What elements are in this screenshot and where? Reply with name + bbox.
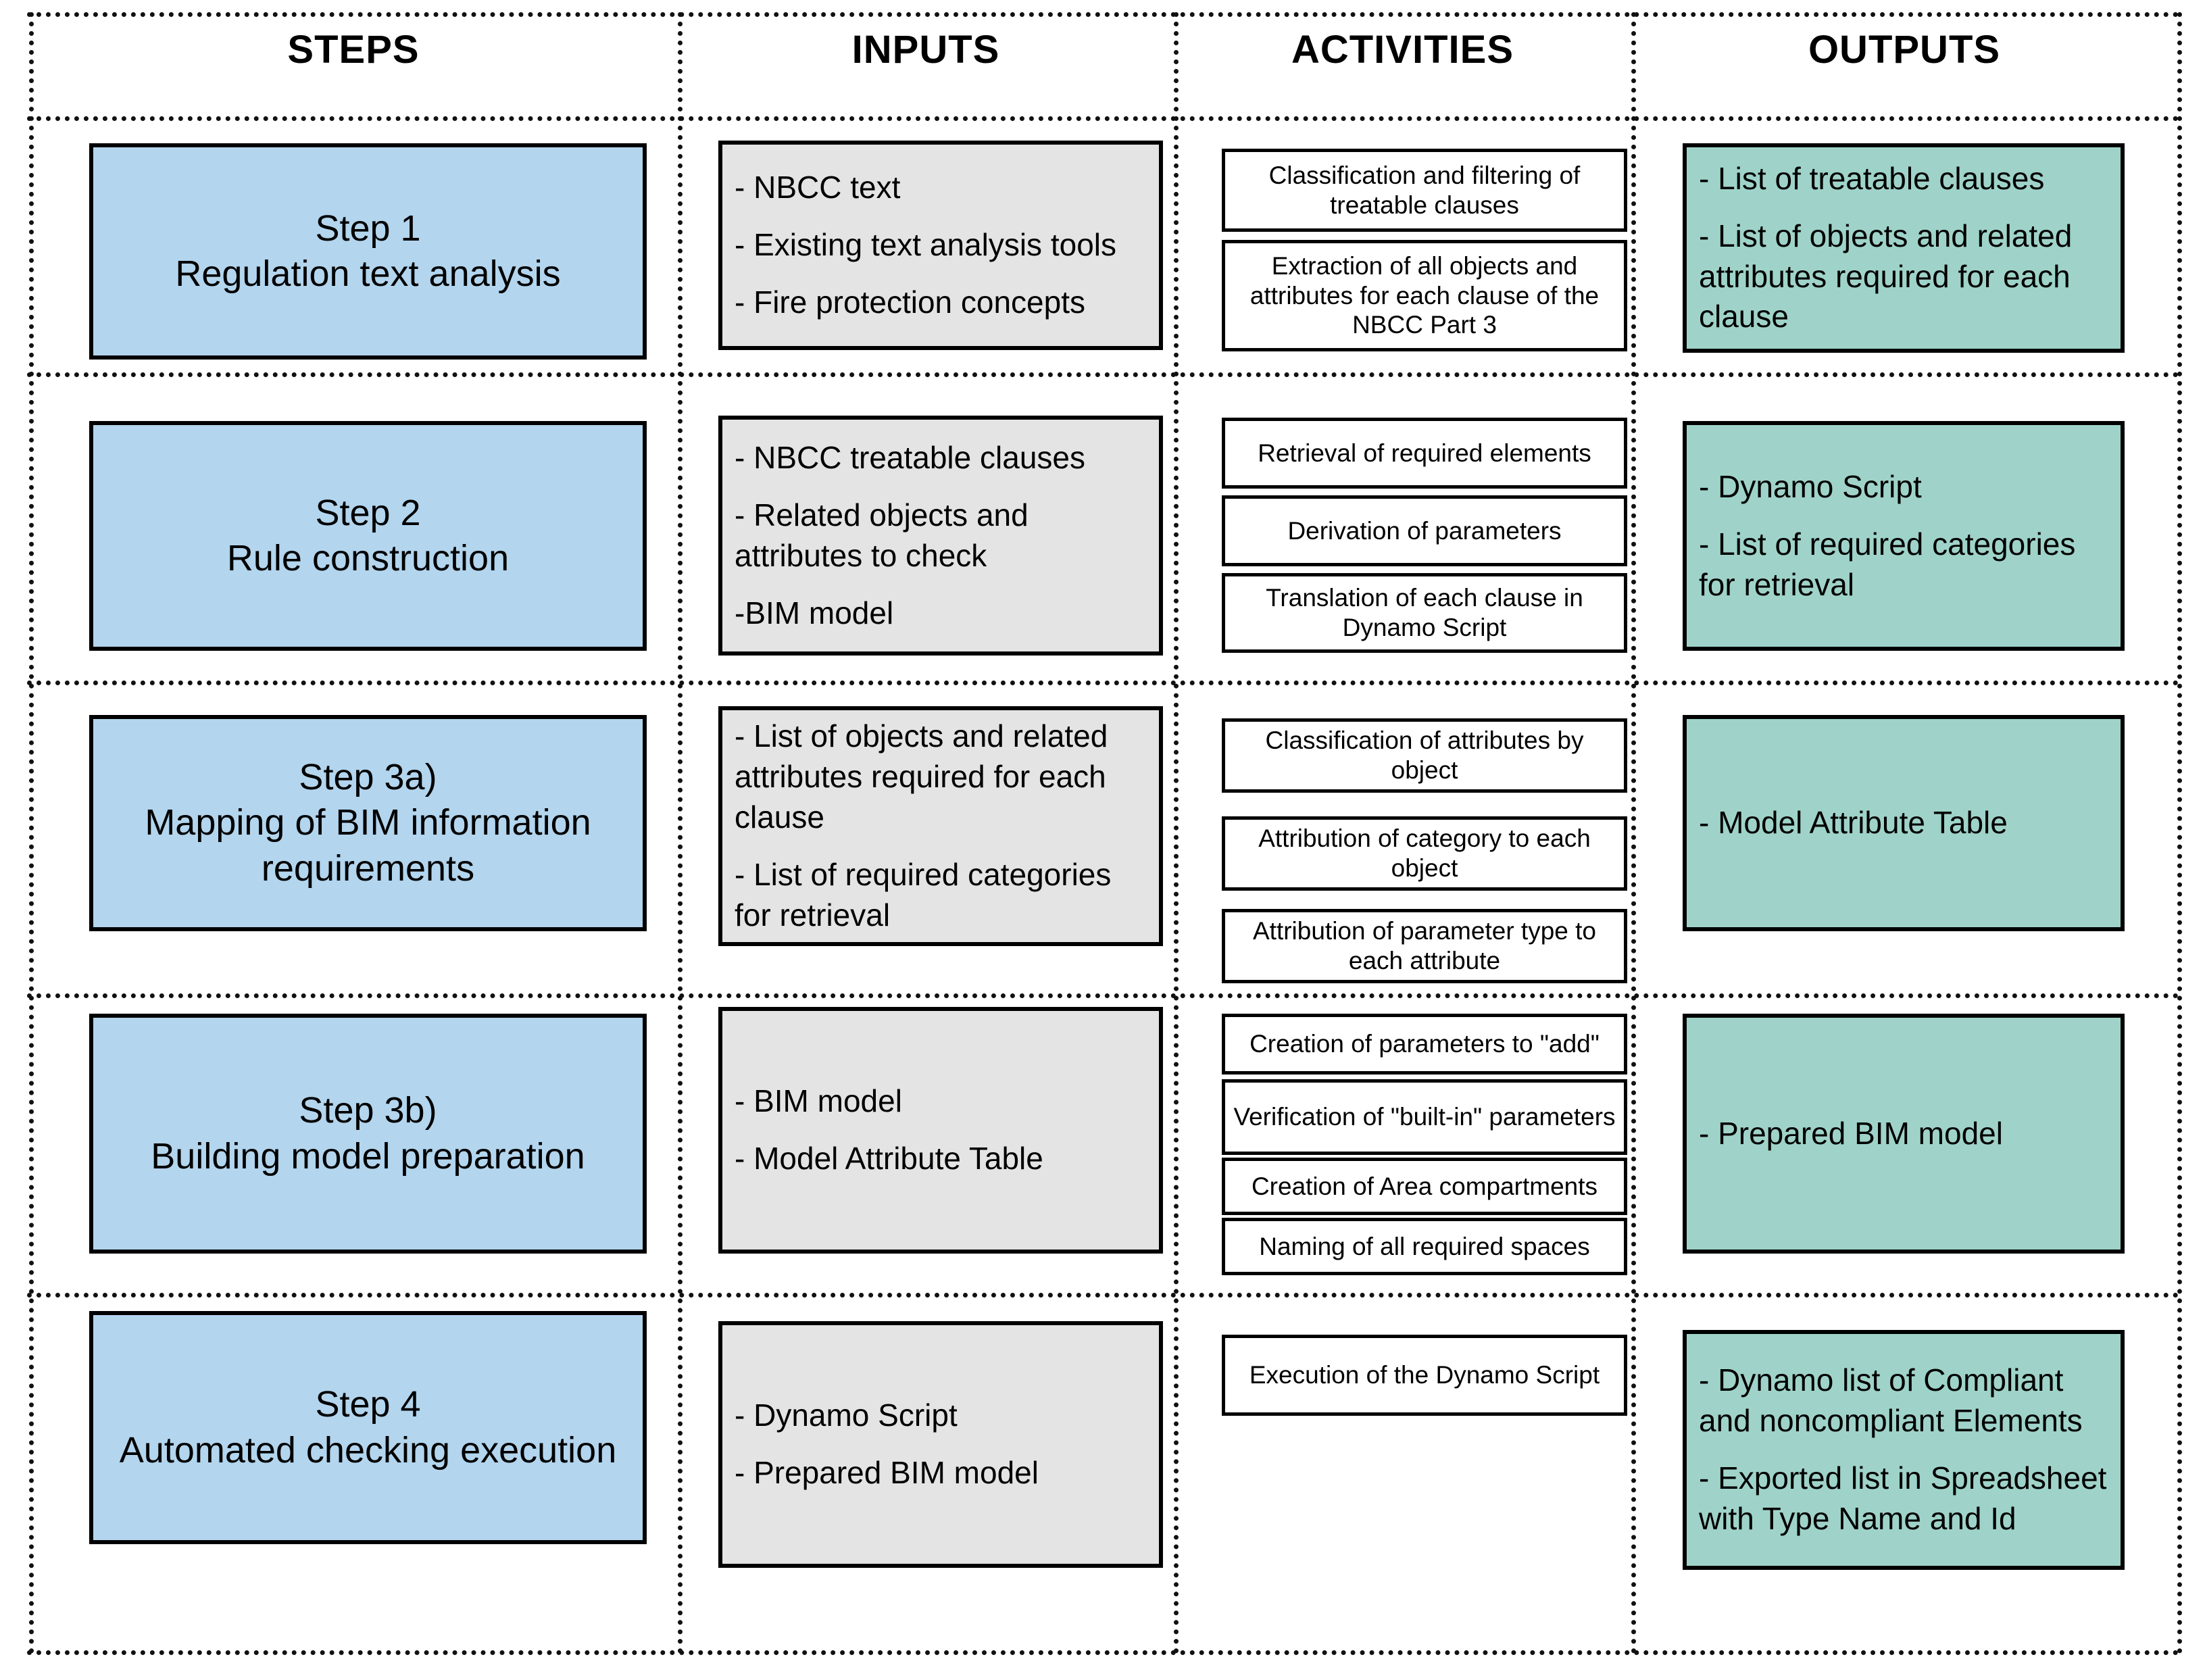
activity-box[interactable]: Attribution of parameter type to each at… [1222,909,1627,983]
grid-line-header [27,116,2179,121]
activity-label: Extraction of all objects and attributes… [1249,252,1600,339]
activity-box[interactable]: Execution of the Dynamo Script [1222,1335,1627,1416]
input-item: - List of required categories for retrie… [735,857,1112,933]
step-box-row-3[interactable]: Step 3a) Mapping of BIM information requ… [89,715,647,931]
output-item: - Dynamo Script [1699,468,1922,504]
output-box-row-3[interactable]: - Model Attribute Table [1683,715,2125,931]
step-title: Step 3b) [299,1090,437,1131]
output-box-row-5[interactable]: - Dynamo list of Compliant and noncompli… [1683,1330,2125,1570]
grid-line-top [27,12,2179,17]
step-subtitle: Mapping of BIM information requirements [145,802,591,889]
input-item: -BIM model [735,595,894,631]
step-subtitle: Rule construction [226,538,510,578]
activity-box[interactable]: Creation of Area compartments [1222,1158,1627,1215]
activity-label: Verification of "built-in" parameters [1233,1103,1616,1131]
input-box-row-4[interactable]: - BIM model - Model Attribute Table [718,1007,1163,1254]
input-item: - Prepared BIM model [735,1455,1039,1491]
output-box-row-4[interactable]: - Prepared BIM model [1683,1014,2125,1254]
activity-box[interactable]: Retrieval of required elements [1222,418,1627,489]
output-item: - Model Attribute Table [1699,805,2008,841]
input-item: - NBCC text [735,170,901,205]
grid-line-col-steps [678,12,683,1654]
step-box-row-5[interactable]: Step 4 Automated checking execution [89,1311,647,1544]
output-item: - Exported list in Spreadsheet with Type… [1699,1460,2107,1536]
activity-box[interactable]: Naming of all required spaces [1222,1218,1627,1275]
step-subtitle: Building model preparation [151,1135,585,1177]
step-title: Step 4 [315,1384,421,1425]
activity-label: Translation of each clause in Dynamo Scr… [1266,584,1583,641]
activity-box[interactable]: Verification of "built-in" parameters [1222,1079,1627,1155]
step-subtitle: Automated checking execution [119,1429,617,1471]
input-item: - Existing text analysis tools [735,227,1117,263]
activity-label: Creation of Area compartments [1251,1172,1598,1200]
output-item: - List of treatable clauses [1699,160,2045,196]
activity-label: Derivation of parameters [1287,516,1562,545]
input-item: - Model Attribute Table [735,1141,1043,1177]
input-box-row-5[interactable]: - Dynamo Script - Prepared BIM model [718,1321,1163,1568]
activity-box[interactable]: Classification and filtering of treatabl… [1222,149,1627,232]
input-box-row-3[interactable]: - List of objects and related attributes… [718,706,1163,946]
column-header-outputs: OUTPUTS [1808,28,2001,72]
grid-line-left [29,12,34,1654]
grid-line-bottom [27,1650,2179,1655]
output-item: - List of required categories for retrie… [1699,526,2076,602]
grid-line-row2 [27,681,2179,685]
step-title: Step 2 [315,492,421,533]
grid-line-row4 [27,1293,2179,1298]
input-item: - Fire protection concepts [735,285,1086,320]
column-header-activities: ACTIVITIES [1291,28,1514,72]
input-item: - Related objects and attributes to chec… [735,497,1029,573]
grid-line-right [2177,12,2182,1654]
activity-label: Retrieval of required elements [1258,439,1591,467]
step-box-row-4[interactable]: Step 3b) Building model preparation [89,1014,647,1254]
step-box-row-2[interactable]: Step 2 Rule construction [89,421,647,651]
activity-box[interactable]: Extraction of all objects and attributes… [1222,240,1627,351]
input-item: - BIM model [735,1083,902,1119]
input-item: - Dynamo Script [735,1398,958,1433]
column-header-inputs: INPUTS [851,28,1000,72]
input-item: - NBCC treatable clauses [735,439,1085,475]
grid-line-row1 [27,372,2179,377]
activity-label: Attribution of parameter type to each at… [1253,917,1596,974]
activity-label: Naming of all required spaces [1259,1232,1590,1260]
grid-line-row3 [27,993,2179,998]
activity-box[interactable]: Translation of each clause in Dynamo Scr… [1222,573,1627,653]
grid-line-col-inputs [1174,12,1179,1654]
output-item: - Prepared BIM model [1699,1115,2003,1151]
output-item: - Dynamo list of Compliant and noncompli… [1699,1362,2083,1439]
step-subtitle: Regulation text analysis [175,253,561,294]
activity-box[interactable]: Derivation of parameters [1222,495,1627,566]
step-box-row-1[interactable]: Step 1 Regulation text analysis [89,143,647,360]
activity-label: Classification and filtering of treatabl… [1268,161,1581,219]
activity-label: Attribution of category to each object [1258,824,1591,882]
step-title: Step 3a) [299,756,437,797]
activity-label: Classification of attributes by object [1265,726,1584,784]
activity-label: Creation of parameters to "add" [1249,1030,1600,1058]
grid-line-col-acts [1631,12,1636,1654]
input-item: - List of objects and related attributes… [735,718,1108,835]
output-box-row-2[interactable]: - Dynamo Script - List of required categ… [1683,421,2125,651]
column-header-steps: STEPS [287,28,420,72]
activity-box[interactable]: Classification of attributes by object [1222,718,1627,793]
activity-box[interactable]: Creation of parameters to "add" [1222,1014,1627,1074]
step-title: Step 1 [315,207,421,249]
input-box-row-2[interactable]: - NBCC treatable clauses - Related objec… [718,416,1163,656]
activity-label: Execution of the Dynamo Script [1249,1361,1600,1389]
output-box-row-1[interactable]: - List of treatable clauses - List of ob… [1683,143,2125,353]
activity-box[interactable]: Attribution of category to each object [1222,816,1627,891]
output-item: - List of objects and related attributes… [1699,218,2073,335]
input-box-row-1[interactable]: - NBCC text - Existing text analysis too… [718,141,1163,350]
